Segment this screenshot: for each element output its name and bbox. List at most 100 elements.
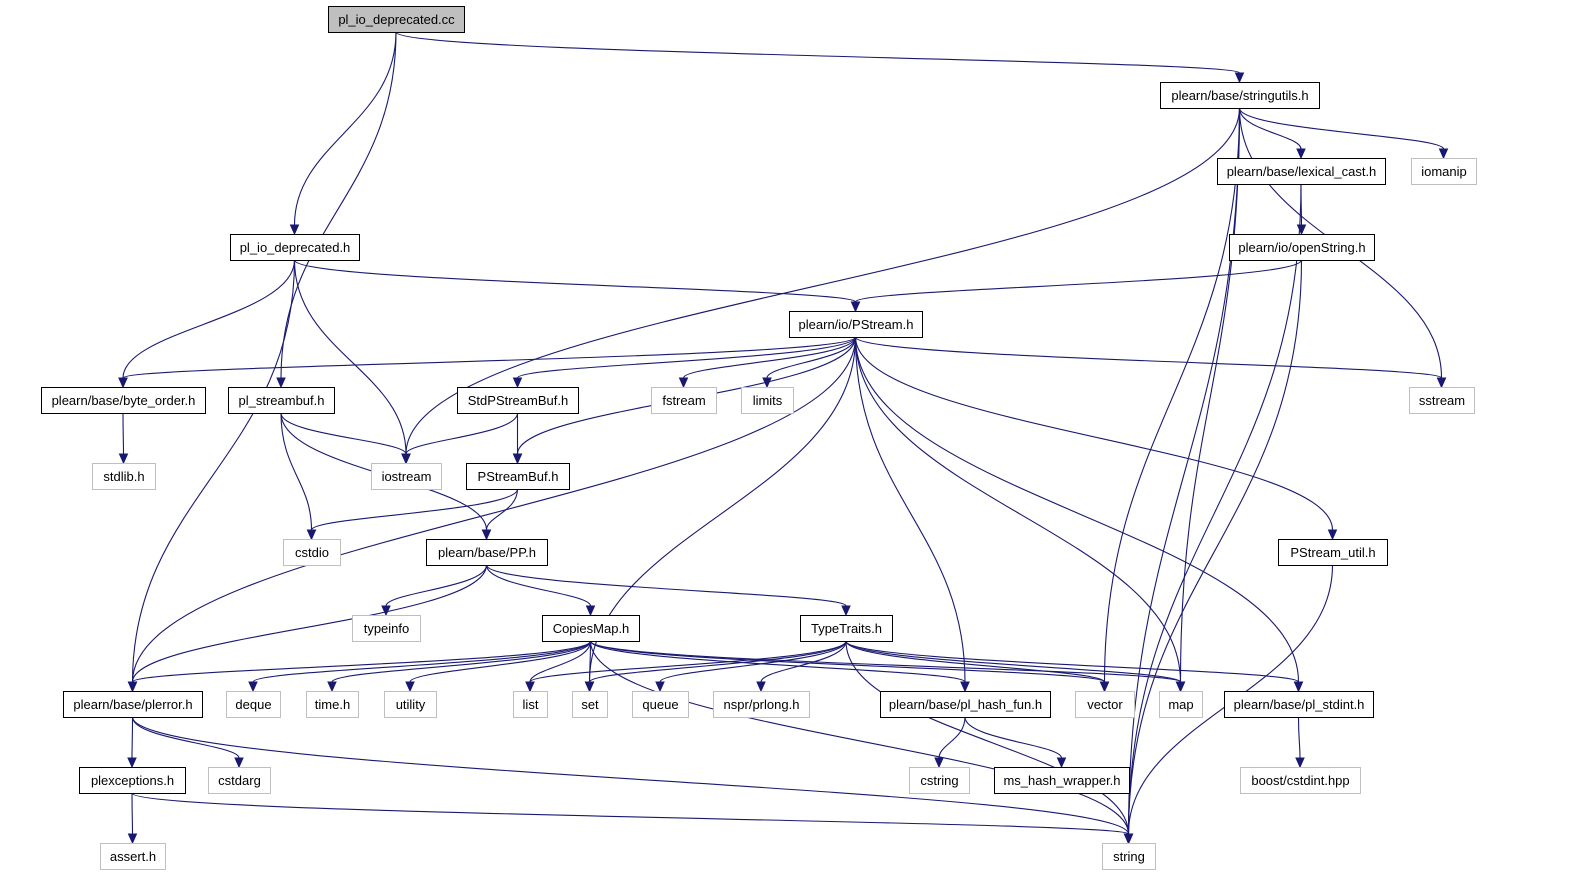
edge-pstream-to-map (854, 336, 1182, 683)
node-queue: queue (632, 691, 689, 718)
node-box-pstream-buf[interactable] (466, 463, 570, 490)
edge-stringutils-to-vector (1103, 107, 1241, 683)
node-box-plerror[interactable] (63, 691, 203, 718)
node-box-type-traits[interactable] (800, 615, 893, 642)
arrowhead-pstream-buf-to-pp (481, 529, 492, 541)
node-box-pstream[interactable] (789, 311, 923, 338)
edge-pl-hash-fun-to-ms-hash-wrapper (964, 716, 1063, 759)
edge-plerror-to-cstdarg (131, 716, 240, 759)
node-fstream: fstream (651, 387, 717, 414)
node-label-utility: utility (396, 697, 426, 712)
node-label-cstdio: cstdio (295, 545, 329, 560)
node-box-pstream-util[interactable] (1278, 539, 1388, 566)
node-root[interactable]: pl_io_deprecated.cc (328, 6, 465, 33)
node-box-stdlib (92, 463, 156, 490)
edge-type-traits-to-queue (659, 640, 847, 683)
edge-pl-io-deprecated-h-to-byte-order (122, 259, 296, 379)
node-box-open-string[interactable] (1229, 234, 1375, 261)
edge-copies-map-to-plerror (131, 640, 592, 683)
node-pstream-buf[interactable]: PStreamBuf.h (466, 463, 570, 490)
node-box-byte-order[interactable] (41, 387, 206, 414)
node-box-copies-map[interactable] (542, 615, 640, 642)
node-label-pstream-buf: PStreamBuf.h (478, 469, 559, 484)
node-box-iomanip (1411, 158, 1477, 185)
node-stringutils[interactable]: plearn/base/stringutils.h (1160, 82, 1320, 109)
node-label-assert: assert.h (110, 849, 156, 864)
node-label-deque: deque (235, 697, 271, 712)
node-box-pp[interactable] (426, 539, 548, 566)
node-iomanip: iomanip (1411, 158, 1477, 185)
edge-copies-map-to-deque (252, 640, 592, 683)
node-pl-streambuf[interactable]: pl_streambuf.h (228, 387, 335, 414)
node-box-list (513, 691, 548, 718)
node-open-string[interactable]: plearn/io/openString.h (1229, 234, 1375, 261)
node-pl-io-deprecated-h[interactable]: pl_io_deprecated.h (230, 234, 360, 261)
node-pstream-util[interactable]: PStream_util.h (1278, 539, 1388, 566)
node-set: set (572, 691, 608, 718)
node-box-root[interactable] (328, 6, 465, 33)
node-pp[interactable]: plearn/base/PP.h (426, 539, 548, 566)
node-label-queue: queue (642, 697, 678, 712)
edge-stringutils-to-iostream (405, 107, 1241, 455)
edge-copies-map-to-pl-hash-fun (589, 640, 966, 683)
node-ms-hash-wrapper[interactable]: ms_hash_wrapper.h (994, 767, 1130, 794)
node-label-iomanip: iomanip (1421, 164, 1467, 179)
edge-copies-map-to-time (331, 640, 592, 683)
edge-copies-map-to-vector (589, 640, 1106, 683)
node-box-fstream (651, 387, 717, 414)
node-pl-stdint[interactable]: plearn/base/pl_stdint.h (1224, 691, 1374, 718)
arrowhead-std-pstream-buf-to-pstream-buf (512, 453, 523, 465)
node-label-pl-stdint: plearn/base/pl_stdint.h (1234, 697, 1365, 712)
node-label-lexical-cast: plearn/base/lexical_cast.h (1227, 164, 1377, 179)
arrowhead-copies-map-to-utility (405, 681, 415, 693)
node-box-pl-stdint[interactable] (1224, 691, 1374, 718)
edge-root-to-pl-io-deprecated-h (293, 31, 397, 226)
arrowhead-pl-hash-fun-to-cstring (934, 757, 944, 769)
nodes-layer: pl_io_deprecated.cc plearn/base/stringuti… (41, 6, 1477, 870)
edge-pp-to-type-traits (485, 564, 847, 607)
edge-plexceptions-to-assert (131, 792, 134, 835)
node-pstream[interactable]: plearn/io/PStream.h (789, 311, 923, 338)
node-box-typeinfo (352, 615, 421, 642)
node-box-ms-hash-wrapper[interactable] (994, 767, 1130, 794)
node-byte-order[interactable]: plearn/base/byte_order.h (41, 387, 206, 414)
edge-pl-streambuf-to-cstdio (280, 412, 313, 531)
node-box-iostream (371, 463, 442, 490)
arrowhead-copies-map-to-pl-hash-fun (960, 681, 970, 693)
node-box-std-pstream-buf[interactable] (457, 387, 579, 414)
node-box-stringutils[interactable] (1160, 82, 1320, 109)
node-box-time (306, 691, 359, 718)
node-box-lexical-cast[interactable] (1217, 158, 1386, 185)
edge-plerror-to-plexceptions (131, 716, 134, 759)
edge-pstream-to-fstream (682, 336, 857, 379)
node-label-open-string: plearn/io/openString.h (1238, 240, 1365, 255)
node-label-type-traits: TypeTraits.h (811, 621, 882, 636)
node-label-pl-streambuf: pl_streambuf.h (239, 393, 325, 408)
node-box-pl-hash-fun[interactable] (880, 691, 1051, 718)
node-box-cstdarg (208, 767, 271, 794)
node-box-pl-io-deprecated-h[interactable] (230, 234, 360, 261)
node-label-byte-order: plearn/base/byte_order.h (52, 393, 196, 408)
node-stdlib: stdlib.h (92, 463, 156, 490)
node-time: time.h (306, 691, 359, 718)
edge-pp-to-copies-map (485, 564, 592, 607)
node-box-pl-streambuf[interactable] (228, 387, 335, 414)
node-type-traits[interactable]: TypeTraits.h (800, 615, 893, 642)
node-label-prlong: nspr/prlong.h (724, 697, 800, 712)
node-std-pstream-buf[interactable]: StdPStreamBuf.h (457, 387, 579, 414)
node-lexical-cast[interactable]: plearn/base/lexical_cast.h (1217, 158, 1386, 185)
node-box-cstring (909, 767, 970, 794)
arrowhead-type-traits-to-vector (1099, 681, 1110, 693)
node-box-cstdio (283, 539, 341, 566)
edge-plexceptions-to-string (131, 792, 1130, 835)
node-utility: utility (384, 691, 437, 718)
node-box-plexceptions[interactable] (79, 767, 186, 794)
edge-pp-to-plerror (131, 564, 488, 683)
node-label-sstream: sstream (1419, 393, 1465, 408)
node-plexceptions[interactable]: plexceptions.h (79, 767, 186, 794)
node-pl-hash-fun[interactable]: plearn/base/pl_hash_fun.h (880, 691, 1051, 718)
node-plerror[interactable]: plearn/base/plerror.h (63, 691, 203, 718)
node-copies-map[interactable]: CopiesMap.h (542, 615, 640, 642)
node-label-cstdarg: cstdarg (218, 773, 261, 788)
node-box-assert (100, 843, 166, 870)
